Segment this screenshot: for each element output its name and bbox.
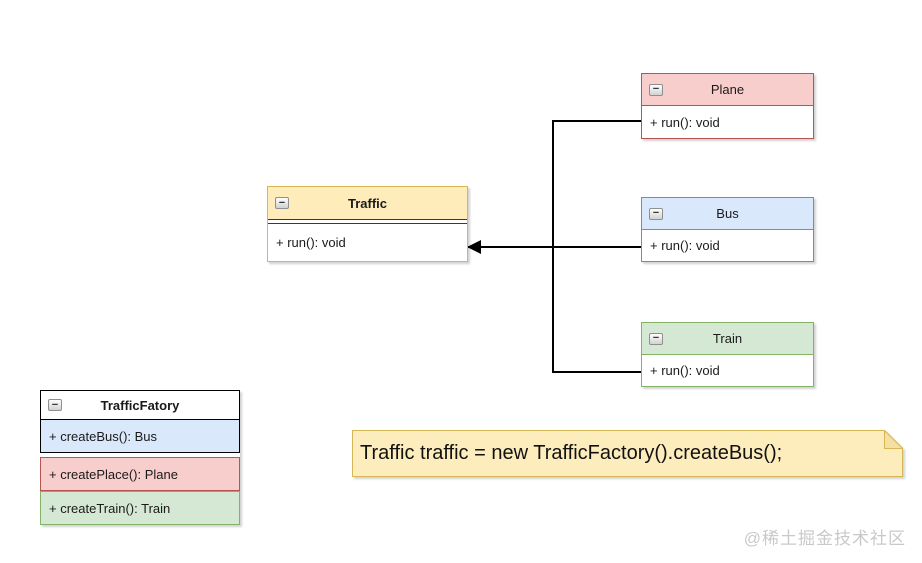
connector-plane-line — [553, 120, 641, 122]
class-trafficfatory-top-group: − TrafficFatory + createBus(): Bus — [40, 390, 240, 453]
class-traffic-header: − Traffic — [268, 187, 467, 219]
method-create-place: + createPlace(): Plane — [40, 457, 240, 491]
class-traffic-title: Traffic — [347, 195, 387, 211]
class-train-header: − Train — [642, 323, 813, 355]
class-bus-header: − Bus — [642, 198, 813, 230]
class-train[interactable]: − Train + run(): void — [641, 322, 814, 387]
note[interactable]: Traffic traffic = new TrafficFactory().c… — [352, 430, 903, 477]
collapse-icon[interactable]: − — [48, 399, 62, 411]
class-traffic[interactable]: − Traffic + run(): void — [267, 186, 468, 262]
note-shape — [352, 430, 903, 477]
class-train-title: Train — [712, 331, 743, 346]
collapse-icon[interactable]: − — [649, 332, 663, 345]
class-bus[interactable]: − Bus + run(): void — [641, 197, 814, 262]
class-train-method: + run(): void — [642, 355, 813, 386]
class-bus-method: + run(): void — [642, 230, 813, 261]
collapse-icon[interactable]: − — [649, 83, 663, 96]
class-trafficfatory[interactable]: − TrafficFatory + createBus(): Bus + cre… — [40, 390, 240, 525]
class-plane-method: + run(): void — [642, 106, 813, 138]
class-bus-title: Bus — [716, 206, 739, 221]
divider — [268, 219, 467, 224]
watermark: @稀土掘金技术社区 — [743, 529, 906, 548]
class-plane-title: Plane — [710, 82, 745, 97]
class-traffic-method: + run(): void — [268, 224, 467, 261]
collapse-icon[interactable]: − — [275, 197, 289, 209]
divider — [40, 453, 240, 457]
class-plane[interactable]: − Plane + run(): void — [641, 73, 814, 139]
arrowhead-icon — [467, 240, 481, 254]
connector-train-line — [553, 371, 641, 373]
class-trafficfatory-header: − TrafficFatory — [41, 391, 239, 419]
collapse-icon[interactable]: − — [649, 207, 663, 220]
method-create-bus: + createBus(): Bus — [41, 419, 239, 452]
note-text: Traffic traffic = new TrafficFactory().c… — [360, 442, 783, 464]
connector-bus-line — [468, 246, 641, 248]
method-create-train: + createTrain(): Train — [40, 491, 240, 525]
class-plane-header: − Plane — [642, 74, 813, 106]
class-trafficfatory-title: TrafficFatory — [100, 397, 180, 413]
